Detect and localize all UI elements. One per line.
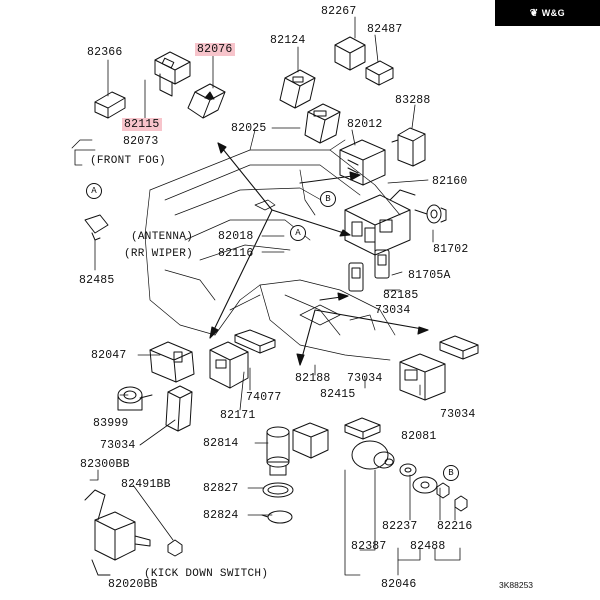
callout-a-dashboard: A bbox=[290, 225, 306, 241]
part-82115-switch bbox=[154, 51, 191, 97]
part-82237-washer bbox=[399, 463, 417, 477]
assembly-arrows bbox=[209, 142, 429, 366]
part-82076-hazard-switch bbox=[187, 83, 226, 119]
part-82124-switch bbox=[279, 69, 316, 109]
part-number-82046: 82046 bbox=[381, 578, 417, 591]
callout-a-left: A bbox=[86, 183, 102, 199]
part-number-82415: 82415 bbox=[320, 388, 356, 401]
part-number-82216: 82216 bbox=[437, 520, 473, 533]
part-number-73034-a: 73034 bbox=[375, 304, 411, 317]
part-number-82824: 82824 bbox=[203, 509, 239, 522]
part-82824-clip bbox=[261, 510, 293, 524]
part-74077-bezel bbox=[234, 329, 276, 354]
part-number-82160: 82160 bbox=[432, 175, 468, 188]
part-number-82488: 82488 bbox=[410, 540, 446, 553]
part-82827-ring bbox=[262, 482, 294, 498]
brand-logo: ❦W&G bbox=[495, 0, 600, 26]
part-number-82237: 82237 bbox=[382, 520, 418, 533]
part-73034-bezel-right bbox=[439, 335, 479, 360]
callout-b-motor: B bbox=[443, 465, 459, 481]
part-number-82487: 82487 bbox=[367, 23, 403, 36]
part-number-82012: 82012 bbox=[347, 118, 383, 131]
part-number-82073: 82073 bbox=[123, 135, 159, 148]
note-antenna: (ANTENNA) bbox=[131, 231, 194, 243]
part-82020bb-kickdown-switch bbox=[84, 489, 151, 576]
note-front-fog: (FRONT FOG) bbox=[90, 155, 166, 167]
note-rr-wiper: (RR WIPER) bbox=[124, 248, 194, 260]
part-82488-washer bbox=[412, 476, 438, 494]
part-number-74077: 74077 bbox=[246, 391, 282, 404]
part-number-82485: 82485 bbox=[79, 274, 115, 287]
brand-logo-icon: ❦ bbox=[529, 8, 539, 19]
part-82160-switch-cluster bbox=[344, 189, 416, 256]
part-82012-relay-block bbox=[339, 139, 386, 186]
part-73034-bezel-mid bbox=[344, 417, 381, 440]
part-82267-cap bbox=[334, 36, 366, 71]
part-number-83999: 83999 bbox=[93, 417, 129, 430]
leader-lines bbox=[71, 16, 461, 576]
part-83999-cigarette-lighter bbox=[117, 386, 153, 411]
part-82491bb-nut bbox=[167, 539, 183, 557]
part-number-73034-d: 73034 bbox=[440, 408, 476, 421]
part-number-82115: 82115 bbox=[122, 118, 162, 131]
part-82047-switch bbox=[149, 341, 195, 383]
part-number-82081: 82081 bbox=[401, 430, 437, 443]
part-82171-switch bbox=[209, 341, 249, 389]
part-number-82188: 82188 bbox=[295, 372, 331, 385]
part-82185-switch bbox=[348, 262, 364, 292]
part-number-73034-b: 73034 bbox=[347, 372, 383, 385]
part-82081-switch bbox=[399, 353, 446, 401]
part-82366-cap bbox=[94, 91, 126, 119]
part-number-82018: 82018 bbox=[218, 230, 254, 243]
part-82415-switch bbox=[292, 422, 329, 459]
part-83288-relay bbox=[391, 127, 426, 167]
part-number-82827: 82827 bbox=[203, 482, 239, 495]
part-82487-cap bbox=[365, 60, 394, 86]
part-number-82491bb: 82491BB bbox=[121, 478, 171, 491]
part-73034-bezel-left bbox=[165, 385, 193, 432]
dashboard-outline bbox=[144, 129, 401, 361]
part-82485-clip bbox=[84, 214, 109, 241]
highlight-82115: 82115 bbox=[122, 118, 162, 131]
part-number-82020bb: 82020BB bbox=[108, 578, 158, 591]
part-number-83288: 83288 bbox=[395, 94, 431, 107]
part-82814-socket bbox=[266, 426, 290, 476]
part-number-82185: 82185 bbox=[383, 289, 419, 302]
diagram-code: 3K88253 bbox=[499, 580, 534, 590]
part-82046-motor bbox=[351, 440, 395, 470]
part-number-82300bb: 82300BB bbox=[80, 458, 130, 471]
part-number-82124: 82124 bbox=[270, 34, 306, 47]
brand-logo-text: W&G bbox=[541, 8, 566, 18]
part-number-82116: 82116 bbox=[218, 247, 254, 260]
part-number-82171: 82171 bbox=[220, 409, 256, 422]
callout-b-dashboard: B bbox=[320, 191, 336, 207]
part-number-82047: 82047 bbox=[91, 349, 127, 362]
part-82025-switch bbox=[304, 103, 341, 144]
part-number-82267: 82267 bbox=[321, 5, 357, 18]
part-number-73034-c: 73034 bbox=[100, 439, 136, 452]
part-number-81702: 81702 bbox=[433, 243, 469, 256]
part-number-82076: 82076 bbox=[195, 43, 235, 56]
part-82216-nut bbox=[436, 482, 468, 512]
part-81705a-switch bbox=[374, 249, 390, 279]
note-kick-down-switch: (KICK DOWN SWITCH) bbox=[144, 568, 269, 580]
part-number-82366: 82366 bbox=[87, 46, 123, 59]
part-number-82814: 82814 bbox=[203, 437, 239, 450]
part-number-82387: 82387 bbox=[351, 540, 387, 553]
part-number-81705a: 81705A bbox=[408, 269, 451, 282]
part-81702-lock-cylinder bbox=[414, 204, 447, 224]
highlight-82076: 82076 bbox=[195, 43, 235, 56]
part-number-82025: 82025 bbox=[231, 122, 267, 135]
